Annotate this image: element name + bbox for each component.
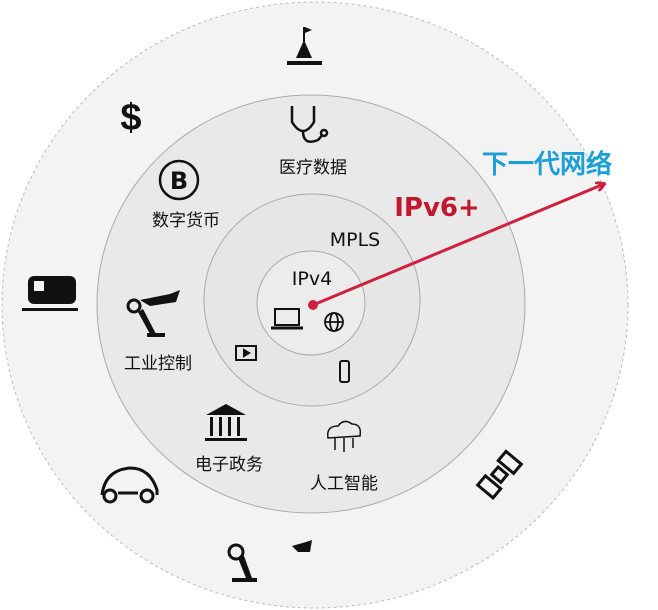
digital-currency-label: 数字货币 (152, 211, 220, 231)
ipv6-plus-label: IPv6+ (394, 193, 480, 223)
ipv4-label: IPv4 (291, 268, 333, 290)
medical-data-label: 医疗数据 (279, 158, 347, 178)
government-building-icon (205, 404, 247, 441)
robot-arm-icon (227, 540, 312, 582)
laptop-icon (271, 308, 303, 330)
ai-cloud-icon (326, 420, 362, 452)
monument-icon (287, 27, 322, 65)
smartphone-icon (339, 360, 350, 383)
origin-dot (308, 300, 318, 310)
egov-label: 电子政务 (195, 455, 263, 475)
mpls-label: MPLS (329, 229, 381, 251)
train-icon (22, 276, 78, 311)
globe-icon (324, 312, 344, 332)
ipv6-arrow (312, 184, 604, 307)
satellite-icon (475, 449, 524, 501)
robot-arm-icon (126, 290, 180, 337)
car-icon (100, 466, 159, 504)
svg-text:B: B (170, 167, 188, 195)
bitcoin-icon: B (158, 159, 200, 201)
next-gen-network-title: 下一代网络 (481, 150, 613, 180)
ai-label: 人工智能 (310, 474, 378, 494)
video-icon (235, 345, 257, 361)
stethoscope-icon (290, 106, 329, 143)
dollar-icon: $ (120, 97, 141, 139)
industrial-control-label: 工业控制 (124, 354, 192, 374)
